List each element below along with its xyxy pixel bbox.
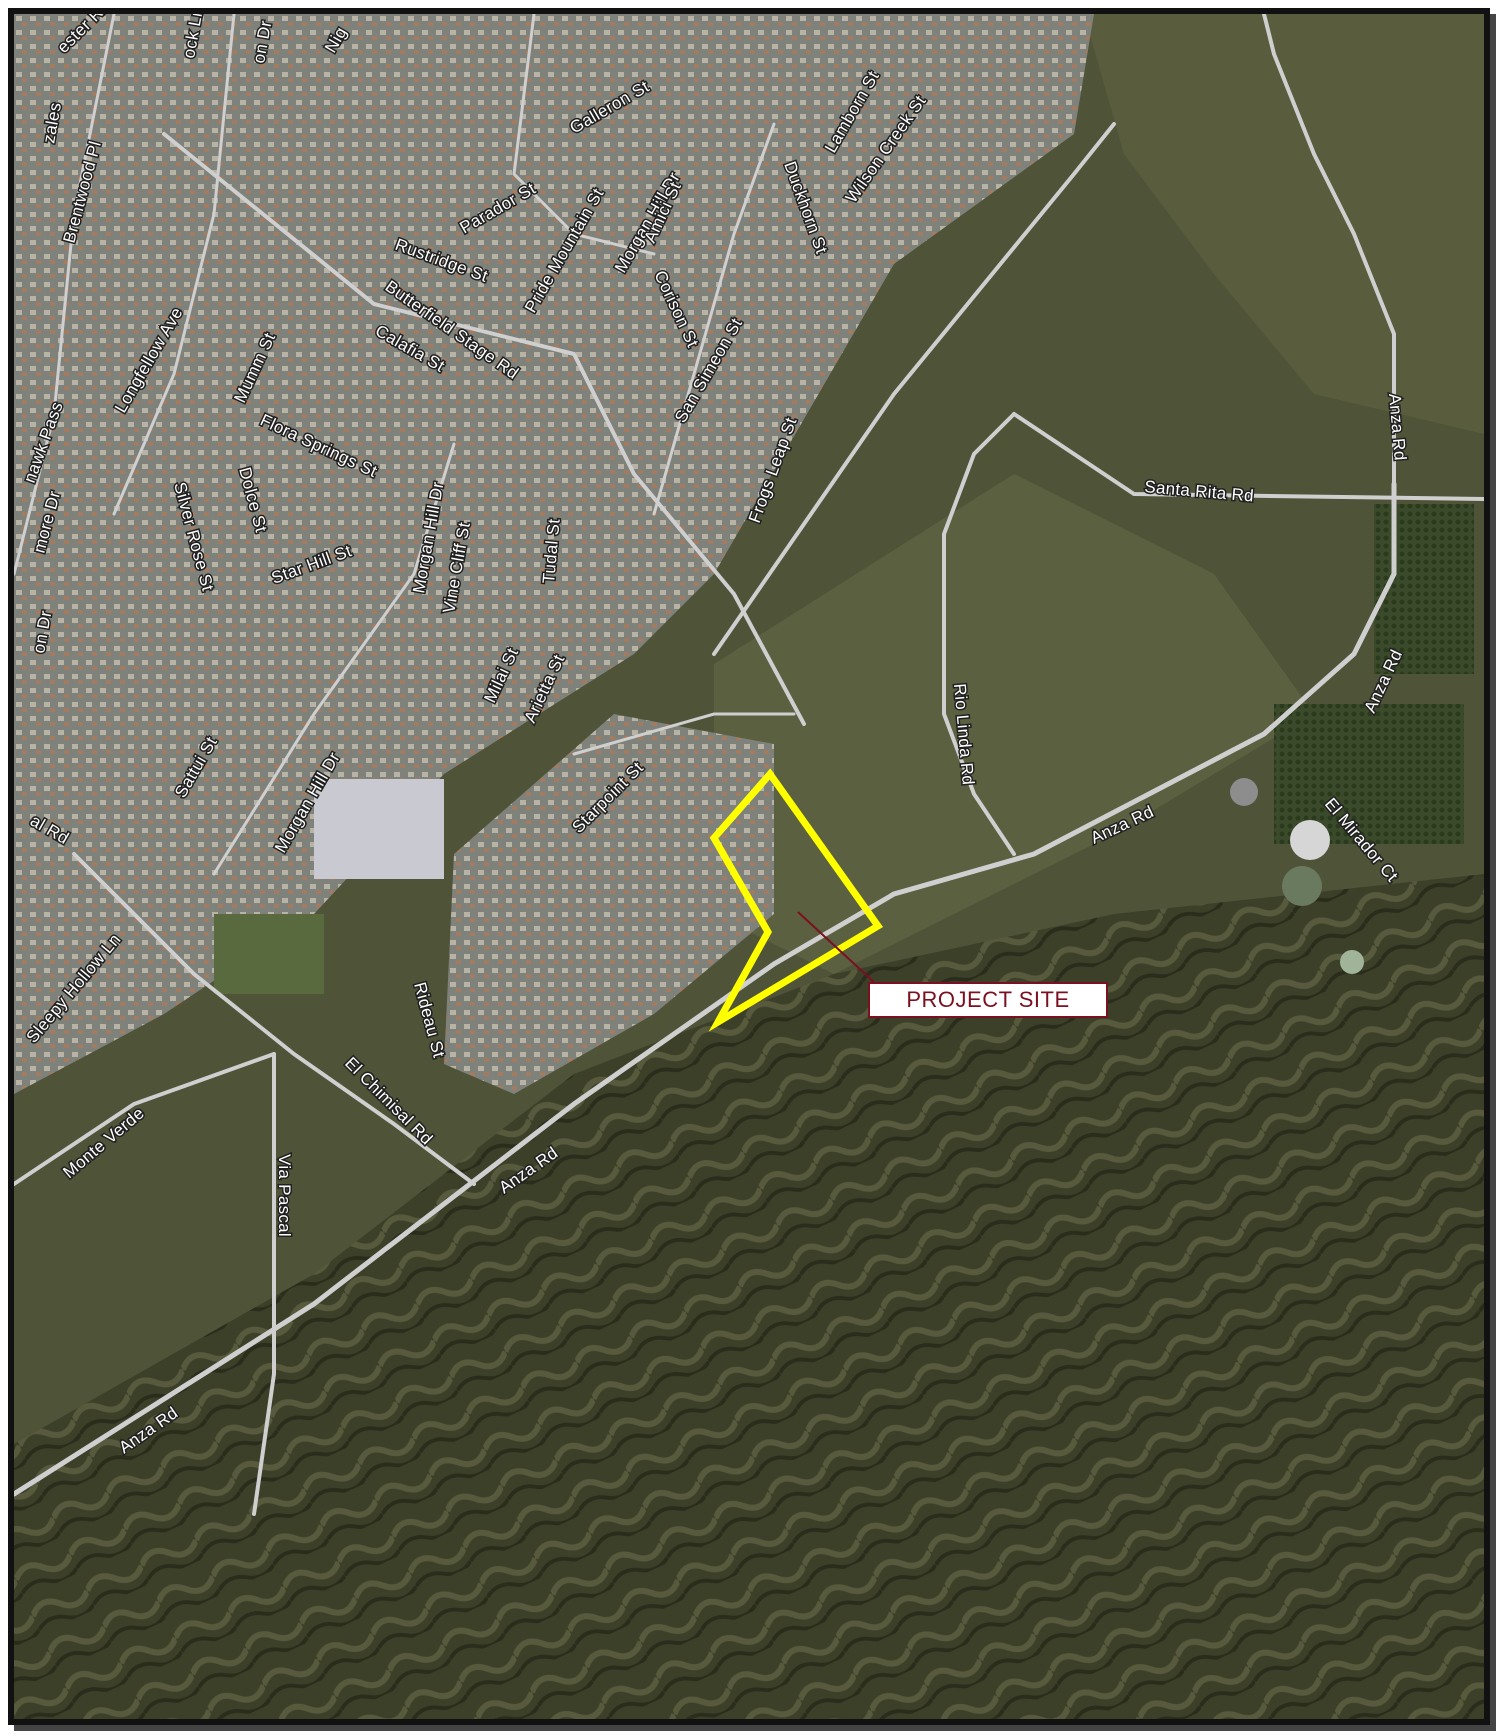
hills-south bbox=[14, 874, 1484, 1719]
map-frame: ester Rd ock Ln on Dr Nig zales Brentwoo… bbox=[8, 8, 1490, 1725]
project-site-leader bbox=[797, 911, 877, 985]
anza-rd bbox=[14, 481, 1397, 1497]
anza-rd-north bbox=[1262, 14, 1396, 486]
orchard-2 bbox=[1374, 504, 1474, 674]
water-tank bbox=[1290, 820, 1330, 860]
monte-verde bbox=[14, 1052, 276, 1186]
school bbox=[314, 779, 444, 879]
project-site-label: PROJECT SITE bbox=[868, 982, 1108, 1018]
road-label: Via Pascal bbox=[275, 1154, 294, 1237]
hills-northeast bbox=[1084, 14, 1484, 434]
water-tank bbox=[1230, 778, 1258, 806]
road-network bbox=[14, 14, 1484, 1516]
rio-linda-rd bbox=[942, 412, 1016, 856]
santa-rita-rd bbox=[1012, 412, 1484, 501]
frogs-leap-st bbox=[712, 122, 1116, 656]
ball-field bbox=[214, 914, 324, 994]
aerial-map[interactable]: ester Rd ock Ln on Dr Nig zales Brentwoo… bbox=[14, 14, 1484, 1719]
butterfield-stage-rd bbox=[162, 132, 806, 726]
frame-shadow-bottom bbox=[14, 1725, 1496, 1731]
water-tank bbox=[1340, 950, 1364, 974]
project-site-outline[interactable] bbox=[708, 768, 884, 1032]
open-field bbox=[714, 474, 1314, 974]
residential-north bbox=[14, 14, 1094, 1094]
residential-south bbox=[444, 714, 774, 1094]
via-pascal bbox=[252, 1052, 276, 1516]
el-chimisal-rd bbox=[72, 852, 476, 1186]
frame-shadow-right bbox=[1490, 14, 1496, 1731]
water-tank bbox=[1282, 866, 1322, 906]
morgan-hill-dr bbox=[212, 442, 456, 876]
